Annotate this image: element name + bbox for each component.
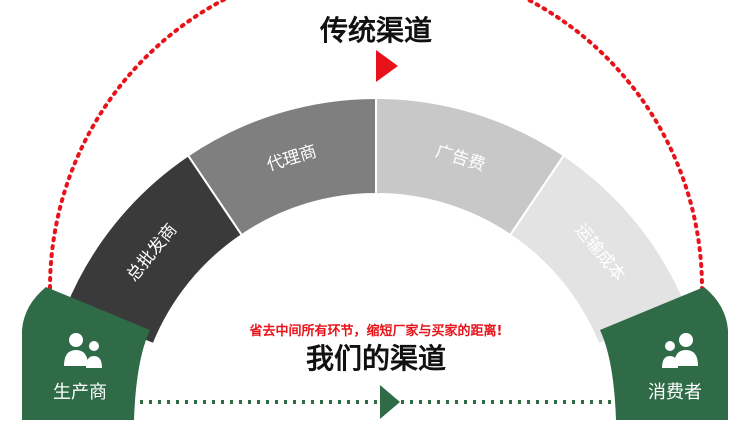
- our-channel-arrowhead: [380, 385, 400, 419]
- consumer-people-icon: [662, 333, 698, 368]
- producer-block: [22, 287, 150, 420]
- our-channel-title: 我们的渠道: [306, 342, 446, 375]
- consumer-block: [600, 287, 728, 420]
- shortcut-note: 省去中间所有环节，缩短厂家与买家的距离!: [249, 323, 503, 339]
- traditional-arrowhead: [376, 50, 398, 82]
- traditional-channel-title: 传统渠道: [319, 14, 432, 47]
- middlemen-arc: 总批发商代理商广告费运输成本: [63, 96, 689, 346]
- producer-label: 生产商: [53, 382, 107, 403]
- consumer-label: 消费者: [648, 382, 702, 403]
- traditional-channel-arc: [48, 0, 704, 290]
- producer-people-icon: [64, 333, 102, 368]
